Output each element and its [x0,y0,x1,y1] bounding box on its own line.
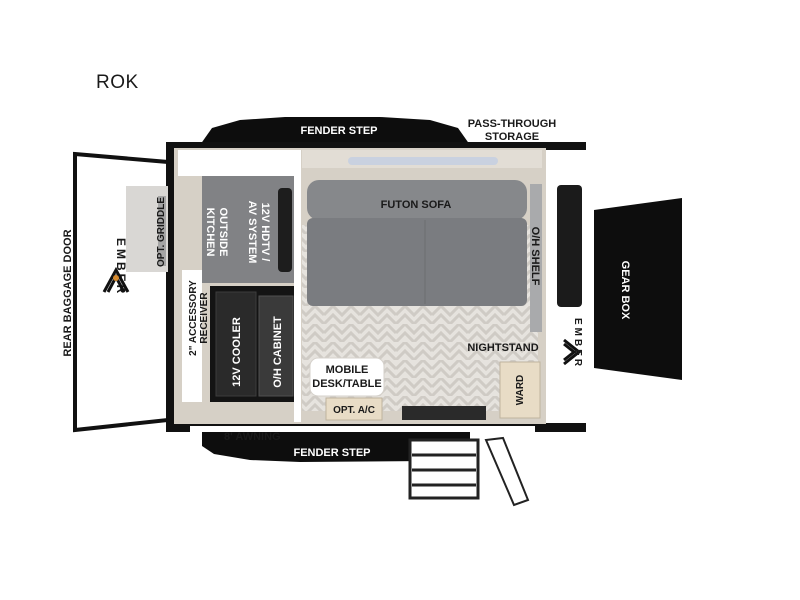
oh-shelf [530,184,542,332]
entry-door [402,406,486,420]
oh-cabinet-unit [258,295,294,397]
mobile-desk-label-2: DESK/TABLE [312,378,381,390]
brand-logo-front: EMBER [572,318,583,369]
fender-step-bottom-label: FENDER STEP [293,447,370,459]
rear-baggage-door-label: REAR BAGGAGE DOOR [62,229,74,356]
entry-door-swing [484,436,530,507]
ward-label: WARD [515,375,526,406]
hdtv-label-1: 12V HDTV / [259,203,271,262]
hdtv-label-2: AV SYSTEM [246,201,258,264]
accessory-label-1: 2" ACCESSORY [188,280,199,356]
pass-through-label-2: STORAGE [485,131,539,143]
fender-step-top-label: FENDER STEP [300,125,377,137]
front-window [557,185,582,307]
divider-wall [294,150,301,422]
mobile-desk-label-1: MOBILE [326,364,369,376]
nightstand-label: NIGHTSTAND [467,342,538,354]
accessory-label-2: RECEIVER [199,292,210,344]
oh-shelf-label: O/H SHELF [529,227,541,286]
cooler-unit [215,291,257,397]
wardrobe [499,361,541,419]
outside-kitchen-label-1: OUTSIDE [217,208,229,257]
pass-through-label-1: PASS-THROUGH [468,118,556,130]
hdtv-panel [278,188,292,272]
gear-box-label: GEAR BOX [619,261,631,320]
opt-griddle-label: OPT. GRIDDLE [156,197,167,267]
floorplan-title: ROK [96,72,139,93]
griddle-bar [158,196,166,266]
futon-sofa-label: FUTON SOFA [381,199,452,211]
opt-ac-label: OPT. A/C [333,405,375,416]
outside-kitchen-label-2: KITCHEN [204,208,216,257]
gear-box [594,198,682,380]
cooler-label: 12V COOLER [231,317,243,387]
opt-ac-unit [325,397,383,421]
brand-chevron-front-icon [563,338,582,366]
entry-steps [408,438,480,500]
fender-step-top [200,117,470,145]
futon-sofa [307,180,527,220]
futon-sofa-seat [307,218,527,306]
brand-dot-rear [113,275,119,281]
oh-cabinet-label: O/H CABINET [272,316,284,388]
awning-label: 8' AWNING [224,431,281,443]
fender-step-bottom [202,432,470,462]
light-strip [348,157,498,165]
kitchen-top-strip [178,150,296,176]
mobile-desk [309,357,385,397]
accessory-column [182,270,202,402]
